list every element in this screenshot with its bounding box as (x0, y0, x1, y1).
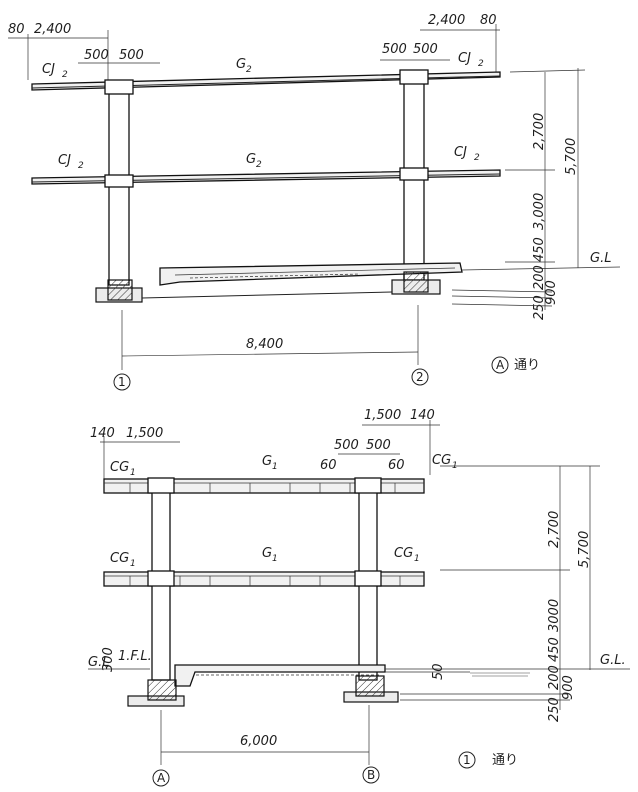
vdim-250-b: 250 (547, 697, 562, 722)
label-cj2-mid-left: CJ (58, 153, 71, 168)
label-cg1-roof-right: CG (432, 453, 451, 468)
vdim-3000-b: 3000 (547, 599, 562, 632)
label-g2-mid: G (246, 152, 256, 167)
dim-2400-right: 2,400 (428, 13, 465, 28)
svg-text:2: 2 (416, 370, 424, 384)
section-mark-1 (458, 751, 476, 769)
svg-text:1: 1 (130, 468, 136, 478)
dim-80-right: 80 (480, 13, 497, 28)
gl-label-b: G.L. (600, 653, 626, 668)
svg-text:1: 1 (414, 554, 420, 564)
dim-300: 300 (101, 647, 116, 672)
second-floor-slab-b (103, 571, 425, 587)
vdim-3000-a: 3,000 (532, 193, 547, 230)
ground-hatch (470, 672, 530, 677)
dim-60-right: 60 (388, 458, 405, 473)
svg-text:A: A (157, 771, 166, 785)
ground-slab (159, 262, 463, 286)
svg-text:1: 1 (463, 753, 471, 767)
dim-2400-left: 2,400 (34, 22, 71, 37)
dim-60-left: 60 (320, 458, 337, 473)
vdim-5700-a: 5,700 (564, 138, 579, 175)
svg-text:2: 2 (62, 70, 68, 80)
dim-col-500-f: 500 (366, 438, 391, 453)
axis-bubble-2 (411, 368, 429, 386)
dim-140-right: 140 (410, 408, 435, 423)
label-g1-roof: G (262, 454, 272, 469)
label-cj2-roof-left: CJ (42, 62, 55, 77)
roof-slab-b (103, 478, 425, 494)
label-g1-mid: G (262, 546, 272, 561)
vdim-5700-b: 5,700 (577, 531, 592, 568)
roof-slab (31, 71, 501, 91)
svg-text:A: A (496, 358, 505, 372)
ifl-label: 1.F.L. (118, 649, 152, 664)
vdim-200-a: 200 (532, 265, 547, 290)
label-cj2-mid-right: CJ (454, 145, 467, 160)
vdim-450-a: 450 (532, 237, 547, 262)
axis-bubble-1 (113, 373, 131, 391)
dim-col-500-a: 500 (84, 48, 109, 63)
second-floor-slab (31, 169, 501, 185)
vdim-250-a: 250 (532, 295, 547, 320)
vdim-2700-b: 2,700 (547, 511, 562, 548)
vdim-2700-a: 2,700 (532, 113, 547, 150)
label-g2-roof: G (236, 57, 246, 72)
gl-label-a: G.L (590, 251, 611, 266)
dim-1500-right: 1,500 (364, 408, 401, 423)
svg-text:2: 2 (246, 65, 252, 75)
label-cg1-mid-right: CG (394, 546, 413, 561)
svg-text:1: 1 (452, 461, 458, 471)
dim-80-left: 80 (8, 22, 25, 37)
dim-col-500-e: 500 (334, 438, 359, 453)
section-mark-a (491, 356, 509, 374)
axis-bubble-a (152, 769, 170, 787)
span-6000: 6,000 (240, 734, 277, 749)
dim-col-500-c: 500 (382, 42, 407, 57)
label-cg1-roof-left: CG (110, 460, 129, 475)
svg-text:2: 2 (78, 161, 84, 171)
svg-text:1: 1 (130, 559, 136, 569)
svg-text:1: 1 (118, 375, 126, 389)
section-1-drawing: 140 1,500 1,500 140 500 500 60 60 (88, 408, 630, 787)
dim-col-500-d: 500 (413, 42, 438, 57)
svg-text:2: 2 (478, 59, 484, 69)
axis-bubble-b (362, 766, 380, 784)
ground-slab-b (174, 664, 386, 687)
svg-text:1: 1 (272, 554, 278, 564)
vdim-200-b: 200 (547, 665, 562, 690)
svg-text:2: 2 (256, 160, 262, 170)
dim-1500-left: 1,500 (126, 426, 163, 441)
vdim-450-b: 450 (547, 637, 562, 662)
section-a-drawing: 80 2,400 2,400 80 500 500 500 500 (8, 13, 621, 391)
svg-text:2: 2 (474, 153, 480, 163)
svg-text:1: 1 (272, 462, 278, 472)
section-title-a: 通り (514, 358, 540, 373)
label-cg1-mid-left: CG (110, 551, 129, 566)
dim-col-500-b: 500 (119, 48, 144, 63)
gl-label-b-left: G.L (88, 655, 109, 670)
dim-140-left: 140 (90, 426, 115, 441)
section-title-1: 通り (492, 753, 518, 768)
svg-text:B: B (367, 768, 375, 782)
vdim-900-a: 900 (544, 280, 559, 305)
vdim-900-b: 900 (561, 675, 576, 700)
label-cj2-roof-right: CJ (458, 51, 471, 66)
span-8400: 8,400 (246, 337, 283, 352)
